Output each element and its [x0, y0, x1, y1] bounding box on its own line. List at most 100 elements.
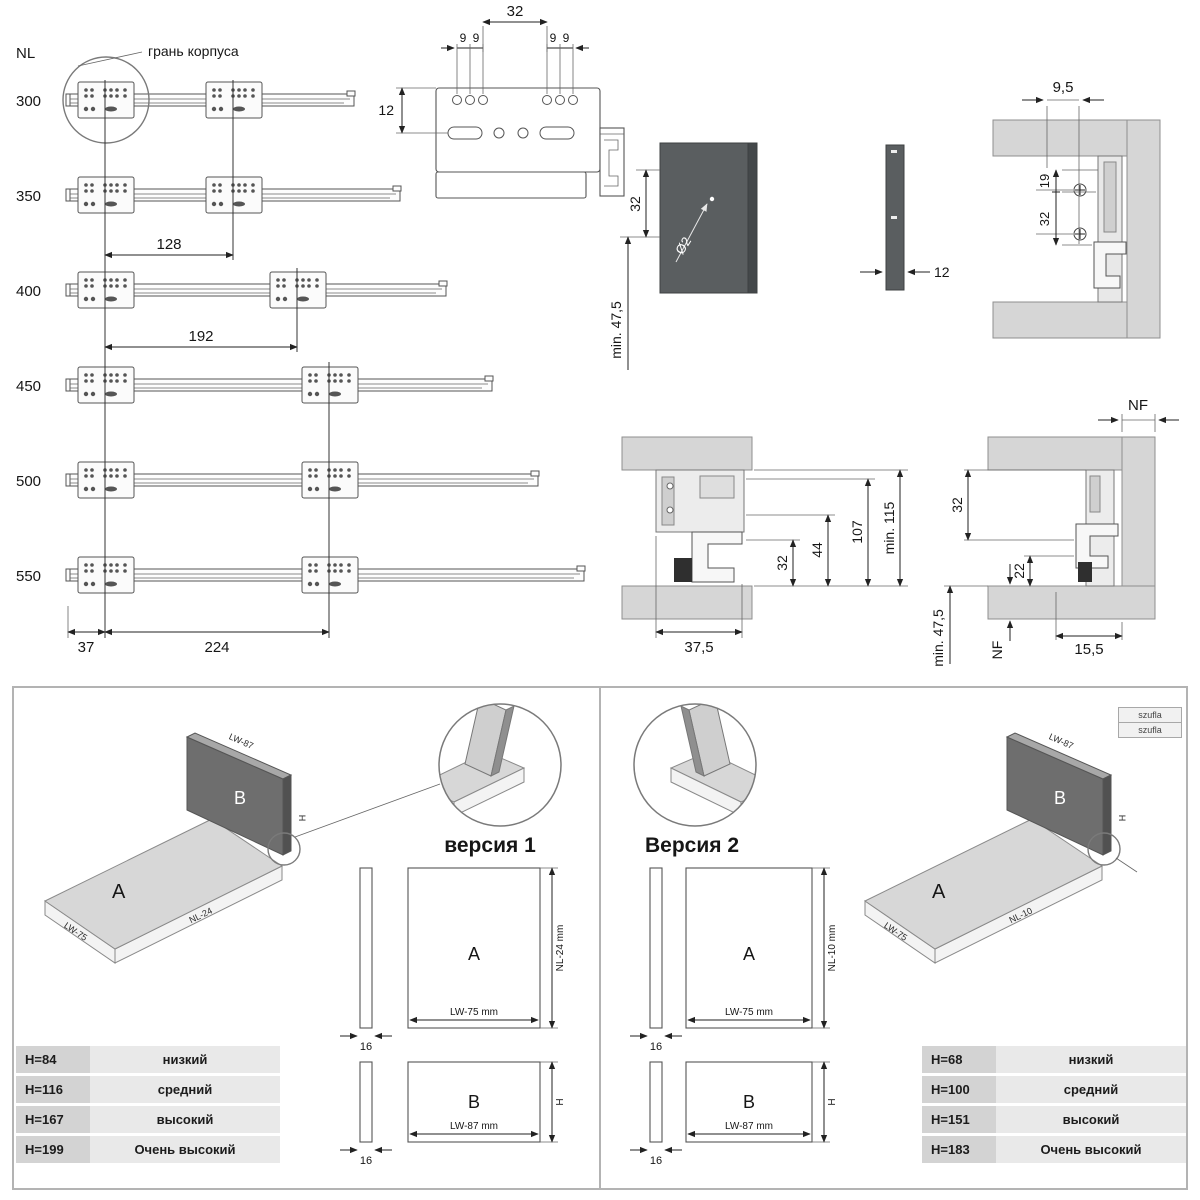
panel-a-label: A	[932, 881, 946, 903]
dim-min475-label: min. 47,5	[930, 609, 946, 667]
table-row: H=68 низкий	[922, 1046, 1186, 1073]
iso-drawing-v1: A B LW-87 H LW-75 NL-24	[44, 731, 441, 964]
table-row: H=167 высокий	[16, 1106, 280, 1133]
dim-95-label: 9,5	[1053, 79, 1074, 96]
version-divider	[599, 686, 601, 1190]
dim-16-label: 16	[360, 1155, 372, 1167]
front-section-view: 9,5 19 32	[992, 79, 1161, 339]
flat-b-label: B	[743, 1092, 755, 1112]
height-name: низкий	[90, 1046, 280, 1073]
panel-b-label: B	[234, 788, 246, 808]
iso-h-label: H	[297, 815, 307, 822]
dim-lw87-label: LW-87 mm	[450, 1121, 498, 1132]
dim-12-label: 12	[934, 264, 950, 280]
screw-icon	[1036, 183, 1087, 197]
dim-128: 128	[104, 236, 234, 259]
iso-drawing-v2: A B LW-87 H LW-75 NL-10	[864, 731, 1138, 964]
szufla-tags: szufla szufla	[1118, 707, 1182, 738]
height-name: высокий	[90, 1106, 280, 1133]
dim-9-label: 9	[473, 31, 480, 45]
dim-37-224: 37 224	[67, 628, 330, 656]
length-label: 550	[16, 568, 41, 585]
szufla-tag: szufla	[1118, 722, 1182, 738]
slide-row-500	[65, 461, 540, 499]
flat-panels-v2: 16 A LW-75 mm NL-10 mm 16 B LW-87 mm H	[630, 867, 838, 1167]
dim-16-label: 16	[650, 1041, 662, 1053]
dim-h-label: H	[555, 1098, 566, 1105]
table-row: H=100 средний	[922, 1076, 1186, 1103]
dim-nf-bottom-label: NF	[989, 641, 1005, 660]
dim-32-label: 32	[507, 3, 524, 20]
panel-a-label: A	[112, 881, 126, 903]
dim-192-label: 192	[188, 328, 213, 345]
dim-lw87-label: LW-87 mm	[725, 1121, 773, 1132]
height-name: высокий	[996, 1106, 1186, 1133]
dim-128-label: 128	[156, 236, 181, 253]
slide-row-400	[65, 271, 448, 309]
slide-row-300	[65, 81, 356, 119]
dim-224-label: 224	[204, 639, 229, 656]
slide-row-450	[65, 366, 494, 404]
dim-min115-label: min. 115	[881, 501, 897, 554]
height-name: Очень высокий	[90, 1136, 280, 1163]
screw-icon	[1036, 227, 1087, 241]
dim-32-label: 32	[774, 555, 790, 571]
dim-32-label: 32	[627, 196, 643, 212]
dim-nl10-label: NL-10 mm	[827, 925, 838, 972]
height-value: H=84	[16, 1046, 90, 1073]
version2-title: Версия 2	[645, 834, 739, 857]
dim-nf-top-label: NF	[1128, 397, 1148, 414]
flat-b-label: B	[468, 1092, 480, 1112]
version2-panel: Версия 2 A B LW-87 H LW-75 NL-10 16 A	[630, 703, 1138, 1167]
iso-lw87-label: LW-87	[227, 731, 255, 751]
front-bracket-detail: 32 9 9 9 9 12	[378, 3, 625, 199]
dim-37-label: 37	[78, 639, 95, 656]
table-row: H=116 средний	[16, 1076, 280, 1103]
height-name: низкий	[996, 1046, 1186, 1073]
dim-nl24-label: NL-24 mm	[555, 925, 566, 972]
height-value: H=68	[922, 1046, 996, 1073]
length-label: 350	[16, 188, 41, 205]
length-label: 300	[16, 93, 41, 110]
height-table-v1: H=84 низкий H=116 средний H=167 высокий …	[16, 1046, 280, 1166]
height-value: H=167	[16, 1106, 90, 1133]
version1-panel: A B LW-87 H LW-75 NL-24 версия 1 16	[44, 703, 566, 1167]
height-value: H=183	[922, 1136, 996, 1163]
length-label: 400	[16, 283, 41, 300]
back-panel-detail: Ø2 32 min. 47,5	[608, 142, 758, 370]
iso-h-label: H	[1117, 815, 1127, 822]
dim-12-label: 12	[378, 102, 394, 118]
dim-lw75-label: LW-75 mm	[450, 1007, 498, 1018]
dim-9-label: 9	[563, 31, 570, 45]
dim-22-label: 22	[1011, 563, 1027, 579]
side-section-view-b: NF 32 22 min. 47,5 NF 15,5	[930, 397, 1179, 667]
dim-h-label: H	[827, 1098, 838, 1105]
dim-9-label: 9	[460, 31, 467, 45]
dim-44-label: 44	[809, 542, 825, 558]
dim-9-label: 9	[550, 31, 557, 45]
dim-192: 192	[104, 328, 298, 351]
length-label: 500	[16, 473, 41, 490]
dim-32-label: 32	[1037, 212, 1052, 226]
cabinet-face-callout: грань корпуса	[62, 43, 239, 144]
szufla-tag: szufla	[1118, 707, 1182, 723]
side-section-view-a: 32 44 107 min. 115 37,5	[621, 436, 908, 656]
dim-lw75-label: LW-75 mm	[725, 1007, 773, 1018]
dim-16-label: 16	[360, 1041, 372, 1053]
height-value: H=116	[16, 1076, 90, 1103]
height-value: H=100	[922, 1076, 996, 1103]
cabinet-face-label: грань корпуса	[148, 43, 239, 59]
panel-b-label: B	[1054, 788, 1066, 808]
side-profile-detail: 12	[860, 144, 950, 291]
height-name: средний	[996, 1076, 1186, 1103]
table-row: H=199 Очень высокий	[16, 1136, 280, 1163]
table-row: H=183 Очень высокий	[922, 1136, 1186, 1163]
dim-32-label: 32	[949, 497, 965, 513]
nl-label: NL	[16, 45, 35, 62]
slide-row-350	[65, 176, 402, 214]
dim-107-label: 107	[849, 520, 865, 544]
dim-155-label: 15,5	[1074, 641, 1103, 658]
top-drawing: NL	[16, 3, 1179, 667]
dim-19-label: 19	[1037, 174, 1052, 188]
